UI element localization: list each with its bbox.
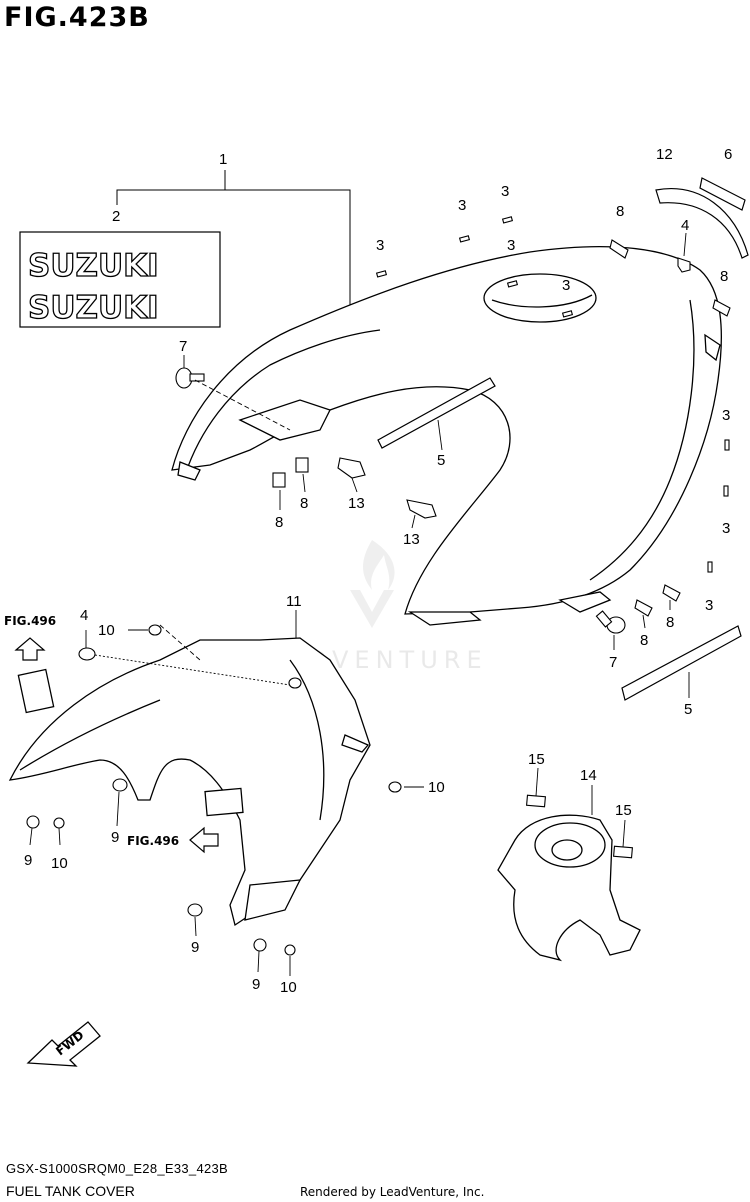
callout-8: 8 <box>616 203 624 220</box>
part-4-grommets <box>78 257 691 661</box>
part-14-cover-bracket <box>497 814 641 962</box>
diagram-name: FUEL TANK COVER <box>6 1183 135 1199</box>
part-1-bracket <box>116 170 351 310</box>
callout-14: 14 <box>580 767 597 784</box>
part-5-rubber-strip-lower <box>621 625 742 701</box>
render-credit: Rendered by LeadVenture, Inc. <box>300 1185 485 1199</box>
fig-496-reference-arrows <box>14 637 219 854</box>
callout-8: 8 <box>275 514 283 531</box>
part-7-bolts <box>175 367 626 634</box>
callout-13: 13 <box>348 495 365 512</box>
callout-12: 12 <box>656 146 673 163</box>
leader-lines <box>29 232 690 976</box>
callout-10: 10 <box>428 779 445 796</box>
callout-3: 3 <box>722 407 730 424</box>
callout-5: 5 <box>437 452 445 469</box>
callout-10: 10 <box>98 622 115 639</box>
callout-7: 7 <box>609 654 617 671</box>
callout-3: 3 <box>507 237 515 254</box>
part-5-rubber-strip-upper <box>377 377 496 449</box>
callout-4: 4 <box>80 607 88 624</box>
callout-9: 9 <box>252 976 260 993</box>
callout-9: 9 <box>111 829 119 846</box>
callout-3: 3 <box>705 597 713 614</box>
fwd-direction-arrow: FWD <box>26 1021 101 1067</box>
callout-3: 3 <box>562 277 570 294</box>
callout-3: 3 <box>722 520 730 537</box>
part-12-trim-strip <box>655 188 749 259</box>
screw-and-rivet-fasteners <box>26 624 402 956</box>
callout-15: 15 <box>528 751 545 768</box>
part-8-clips <box>272 239 731 617</box>
callout-2: 2 <box>112 208 120 225</box>
callout-11: 11 <box>286 593 302 610</box>
callout-13: 13 <box>403 531 420 548</box>
part-2-decal-set: SUZUKI SUZUKI <box>19 231 221 328</box>
callout-8: 8 <box>720 268 728 285</box>
fig-496-reference-upper[interactable]: FIG.496 <box>4 614 56 628</box>
suzuki-decal-upper: SUZUKI <box>28 248 159 284</box>
callout-7: 7 <box>179 338 187 355</box>
fig-496-reference-lower[interactable]: FIG.496 <box>127 834 179 848</box>
callout-3: 3 <box>501 183 509 200</box>
callout-8: 8 <box>666 614 674 631</box>
callout-5: 5 <box>684 701 692 718</box>
figure-title: FIG.423B <box>4 2 150 33</box>
part-6-rubber-pad <box>699 177 746 211</box>
callout-1: 1 <box>219 151 227 168</box>
suzuki-decal-lower: SUZUKI <box>28 290 159 326</box>
callout-3: 3 <box>458 197 466 214</box>
callout-10: 10 <box>280 979 297 996</box>
callout-numbers: 1 2 3 3 3 3 3 3 3 3 4 4 5 5 6 7 7 8 8 8 … <box>24 146 732 996</box>
callout-10: 10 <box>51 855 68 872</box>
callout-9: 9 <box>24 852 32 869</box>
part-3-cushions <box>375 216 730 573</box>
callout-9: 9 <box>191 939 199 956</box>
callout-8: 8 <box>300 495 308 512</box>
part-1-fuel-tank-cover <box>171 246 722 626</box>
part-13-brackets <box>337 457 437 519</box>
callout-6: 6 <box>724 146 732 163</box>
callout-4: 4 <box>681 217 689 234</box>
callout-15: 15 <box>615 802 632 819</box>
callout-3: 3 <box>376 237 384 254</box>
part-11-inner-cover <box>8 637 371 927</box>
callout-8: 8 <box>640 632 648 649</box>
diagram-code: GSX-S1000SRQM0_E28_E33_423B <box>6 1161 229 1176</box>
